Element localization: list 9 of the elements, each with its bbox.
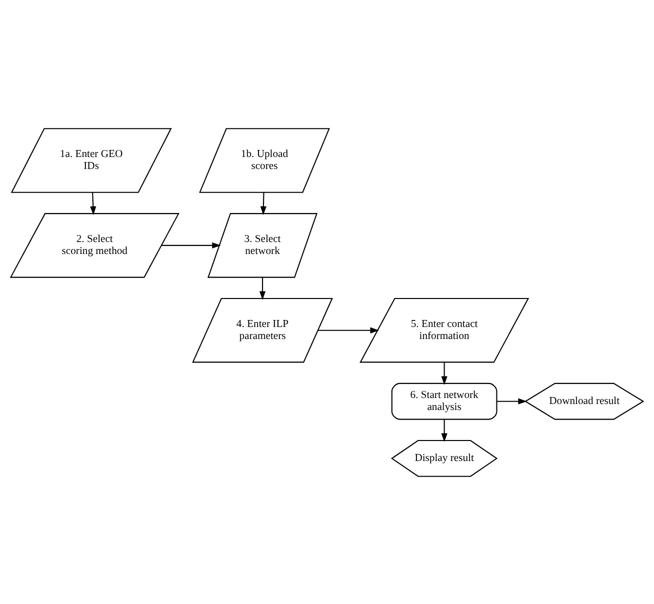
arrow [441,418,448,442]
arrow [441,362,448,385]
arrow [259,276,266,300]
arrow [496,398,527,404]
arrow [162,242,221,248]
node-box: 6. Start network analysis [391,382,498,420]
arrow [260,192,266,215]
arrow [318,326,379,333]
arrow [90,192,96,215]
